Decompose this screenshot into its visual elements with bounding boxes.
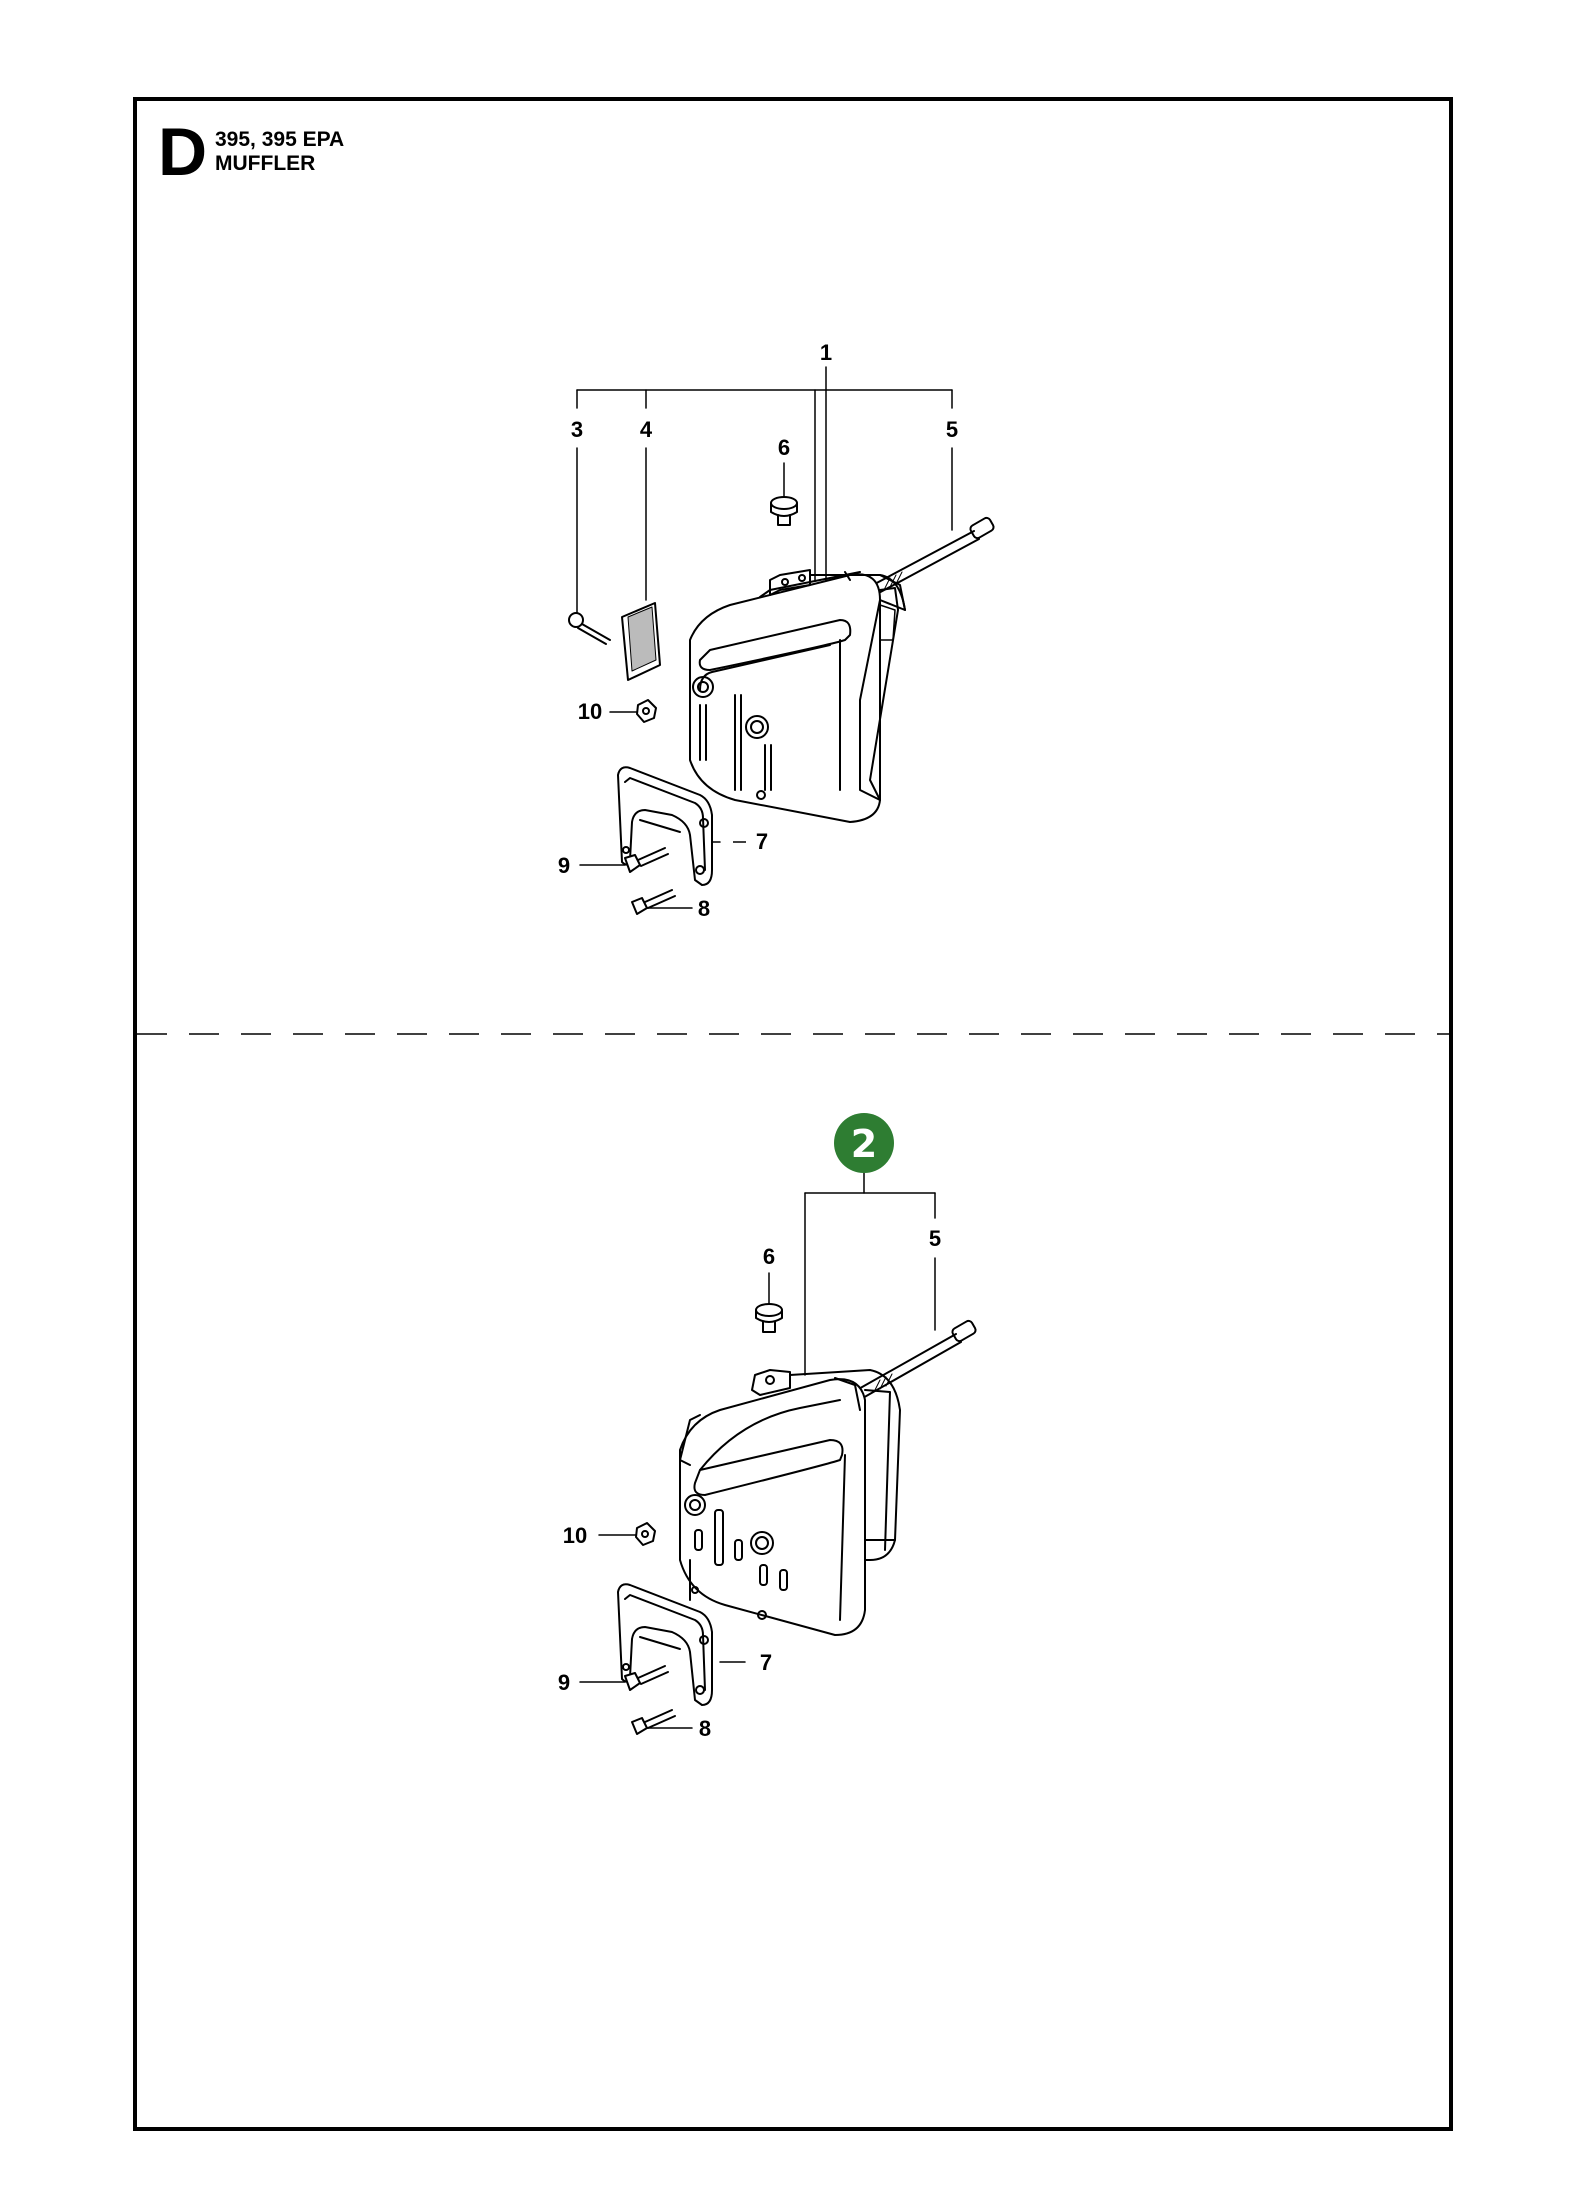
heat-shield-bracket-icon xyxy=(617,1583,713,1706)
screw-icon xyxy=(568,612,611,645)
long-bolt-icon xyxy=(847,1319,977,1404)
nut-icon xyxy=(636,699,657,723)
plug-cap-icon xyxy=(770,496,798,526)
heat-shield-bracket-icon xyxy=(617,766,713,886)
nut-icon xyxy=(635,1522,656,1546)
upper-callout-3: 3 xyxy=(571,417,583,442)
screw-icon xyxy=(624,1665,669,1691)
upper-callout-6: 6 xyxy=(778,435,790,460)
muffler-body-icon xyxy=(679,1369,901,1636)
lower-callout-10: 10 xyxy=(563,1523,587,1548)
screw-icon xyxy=(631,1709,676,1735)
badge-circle xyxy=(834,1113,894,1173)
lower-view xyxy=(579,1169,977,1735)
assembly-badge: 2 xyxy=(834,1113,894,1173)
upper-callout-bracket xyxy=(576,366,953,591)
lower-callout-5: 5 xyxy=(929,1226,941,1251)
section-letter: D xyxy=(158,114,208,190)
upper-callout-7: 7 xyxy=(756,829,768,854)
lower-callout-9: 9 xyxy=(558,1670,570,1695)
screw-icon xyxy=(624,847,669,873)
upper-callout-1: 1 xyxy=(820,340,832,365)
upper-callout-5: 5 xyxy=(946,417,958,442)
upper-callout-9: 9 xyxy=(558,853,570,878)
upper-callout-4: 4 xyxy=(640,417,653,442)
lower-callout-bracket xyxy=(804,1169,936,1376)
screw-icon xyxy=(631,889,676,915)
page-frame xyxy=(133,97,1453,2131)
lower-leader-lines xyxy=(579,1257,936,1729)
badge-number: 2 xyxy=(851,1122,877,1166)
lower-callout-8: 8 xyxy=(699,1716,711,1741)
page-title: MUFFLER xyxy=(215,152,316,175)
lower-callout-6: 6 xyxy=(763,1244,775,1269)
plug-cap-icon xyxy=(755,1303,783,1333)
muffler-body-icon xyxy=(689,569,906,823)
upper-callout-10: 10 xyxy=(578,699,602,724)
upper-view xyxy=(568,366,995,915)
upper-callout-8: 8 xyxy=(698,896,710,921)
spark-arrestor-screen-icon xyxy=(621,602,661,681)
lower-callout-7: 7 xyxy=(760,1650,772,1675)
model-label: 395, 395 EPA xyxy=(215,128,345,151)
